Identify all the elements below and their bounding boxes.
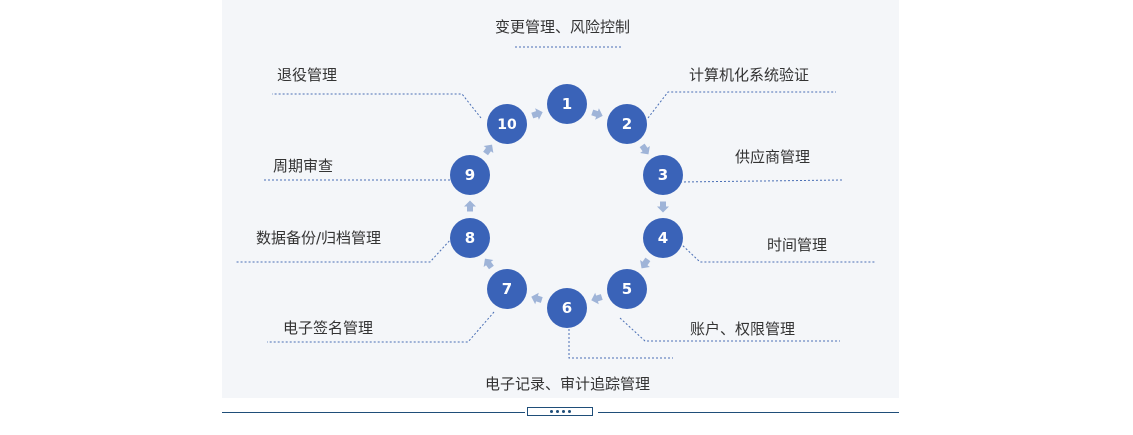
label-account-permission: 账户、权限管理 — [690, 320, 796, 338]
label-periodic-review: 周期审查 — [273, 157, 334, 175]
node-circle — [643, 155, 683, 195]
node-number: 6 — [562, 299, 572, 317]
node-number: 7 — [502, 280, 512, 298]
node-circle — [547, 288, 587, 328]
dot-icon — [561, 410, 565, 413]
node-number: 9 — [465, 166, 475, 184]
label-change-risk: 变更管理、风险控制 — [495, 18, 631, 36]
label-supplier-mgmt: 供应商管理 — [735, 148, 811, 166]
arrow-icon — [657, 201, 669, 213]
arrow-icon — [464, 200, 476, 212]
node-circle — [487, 104, 527, 144]
label-retirement: 退役管理 — [277, 66, 338, 84]
arrow-icon — [591, 108, 603, 120]
dot-icon — [567, 410, 571, 413]
node-circle — [450, 155, 490, 195]
arrow-icon — [483, 258, 494, 270]
leader-line-retirement — [272, 93, 482, 119]
node-number: 3 — [658, 166, 668, 184]
node-4: 4 — [643, 218, 683, 258]
arrow-icon — [639, 143, 650, 155]
label-backup-archive: 数据备份/归档管理 — [256, 229, 382, 247]
label-time-mgmt: 时间管理 — [767, 236, 828, 254]
node-number: 8 — [465, 229, 475, 247]
node-circle — [547, 84, 587, 124]
dot-icon — [555, 410, 559, 413]
arrow-icon — [531, 292, 543, 305]
node-5: 5 — [607, 269, 647, 309]
node-9: 9 — [450, 155, 490, 195]
node-2: 2 — [607, 104, 647, 144]
node-circle — [607, 104, 647, 144]
footer-dots-badge — [527, 407, 593, 416]
node-number: 2 — [622, 115, 632, 133]
footer-divider-right — [598, 412, 899, 413]
node-circle — [643, 218, 683, 258]
node-number: 10 — [497, 117, 517, 133]
cycle-diagram: 1 2 3 4 5 6 7 8 9 10 — [235, 46, 876, 359]
node-3: 3 — [643, 155, 683, 195]
node-1: 1 — [547, 84, 587, 124]
label-records-audit: 电子记录、审计追踪管理 — [485, 375, 651, 393]
arrow-icon — [483, 144, 494, 156]
leader-line-time — [679, 242, 876, 263]
node-circle — [607, 269, 647, 309]
arrow-icon — [591, 292, 603, 305]
node-circle — [487, 269, 527, 309]
node-6: 6 — [547, 288, 587, 328]
leader-line-backup — [235, 237, 453, 263]
diagram-panel — [222, 0, 899, 398]
arrow-icon — [531, 108, 543, 120]
node-circle — [450, 218, 490, 258]
leader-line-account — [619, 317, 840, 342]
footer-divider-left — [222, 412, 525, 413]
node-8: 8 — [450, 218, 490, 258]
node-number: 1 — [562, 95, 572, 113]
node-7: 7 — [487, 269, 527, 309]
leader-line-supplier — [679, 179, 843, 183]
node-number: 5 — [622, 280, 632, 298]
label-e-signature: 电子签名管理 — [283, 319, 374, 337]
leader-line-system-validation — [647, 91, 836, 119]
label-system-validation: 计算机化系统验证 — [689, 66, 810, 84]
node-10: 10 — [487, 104, 527, 144]
leader-line-records-audit — [568, 325, 673, 359]
node-number: 4 — [658, 229, 668, 247]
arrow-icon — [640, 257, 651, 269]
dot-icon — [549, 410, 553, 413]
leader-line-e-signature — [267, 311, 495, 343]
